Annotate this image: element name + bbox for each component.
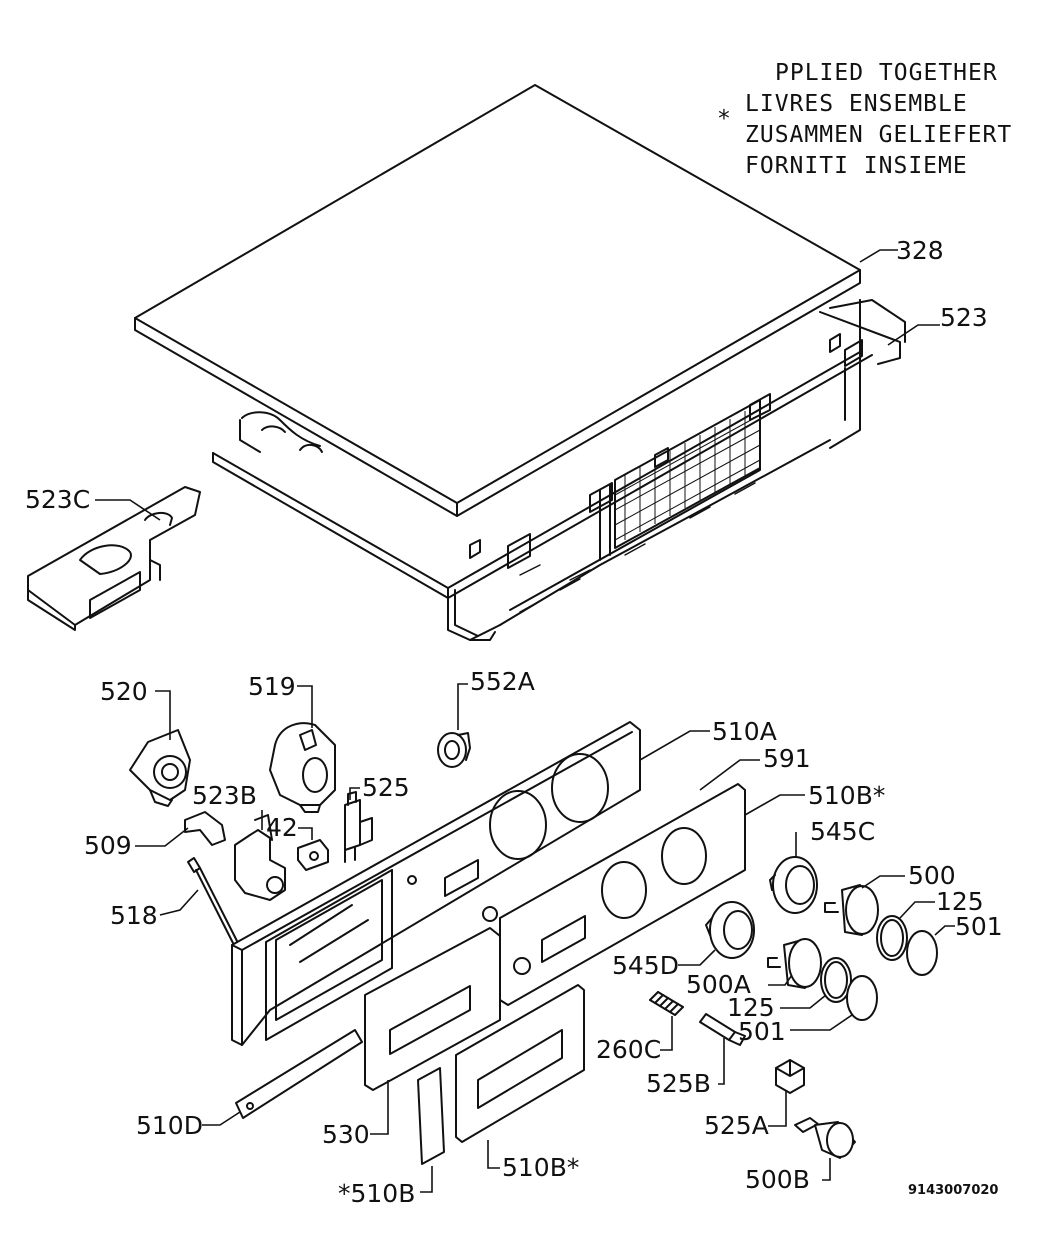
label-525: 525 [362,773,410,802]
label-509: 509 [84,831,132,860]
part-125-ring-b [820,957,852,1003]
part-545d-bezel [705,901,755,959]
part-525b-shaft [699,1013,746,1046]
part-518-rod [187,857,239,946]
label-125-b: 125 [727,993,775,1022]
supplied-together-note: PPLIED TOGETHER LIVRES ENSEMBLE * ZUSAMM… [717,60,1012,179]
note-asterisk: * [717,106,732,132]
part-125-ring-a [876,915,908,961]
part-42-connector [297,839,329,871]
part-501-cap-a [906,930,938,976]
label-518: 518 [110,901,158,930]
label-519: 519 [248,672,296,701]
part-510a-control-panel [231,721,641,1046]
label-525a: 525A [704,1111,769,1140]
part-523-frame [212,299,906,641]
label-125-a: 125 [936,887,984,916]
leader-lines [95,249,955,1193]
label-530: 530 [322,1120,370,1149]
part-530-door [364,927,501,1091]
label-545d: 545D [612,951,679,980]
label-500a: 500A [686,970,751,999]
label-510d: 510D [136,1111,203,1140]
part-500-knob [824,884,879,936]
label-501-b: 501 [738,1017,786,1046]
label-260c: 260C [596,1035,661,1064]
label-510b-star: 510B* [808,781,885,810]
part-520-switch [129,729,191,807]
label-523: 523 [940,303,988,332]
label-500b: 500B [745,1165,810,1194]
part-510b-small-strip [417,1067,445,1165]
label-510b-star-bottom: 510B* [502,1153,579,1182]
part-525-microswitch [344,791,373,863]
part-545c-bezel [769,856,818,914]
note-line-1: PPLIED TOGETHER [775,60,998,86]
part-552a-grommet [437,732,471,768]
label-591: 591 [763,744,811,773]
note-line-3: ZUSAMMEN GELIEFERT [745,122,1012,148]
label-42: 42 [266,813,298,842]
label-520: 520 [100,677,148,706]
label-501-a: 501 [955,912,1003,941]
label-523b: 523B [192,781,257,810]
label-545c: 545C [810,817,875,846]
part-509-lever [184,811,226,846]
part-523c-bracket [27,486,201,631]
label-552a: 552A [470,667,535,696]
label-328: 328 [896,236,944,265]
label-500: 500 [908,861,956,890]
label-525b: 525B [646,1069,711,1098]
callout-labels: 328 523 523C 552A 520 519 510A 591 510B*… [25,236,1003,1208]
part-260c-spring [649,991,684,1016]
part-510b-frame [455,984,585,1143]
label-star-510b: *510B [338,1179,415,1208]
part-519-switch [269,722,336,813]
part-500b-knob [794,1117,856,1159]
part-510d-strip [235,1029,363,1119]
note-line-4: FORNITI INSIEME [745,153,968,179]
part-525a-clip [775,1059,805,1094]
part-523b-valve [234,814,286,901]
note-line-2: LIVRES ENSEMBLE [745,91,968,117]
part-500a-knob [767,938,822,989]
label-523c: 523C [25,485,90,514]
drawing-reference-code: 9143007020 [908,1183,998,1198]
part-501-cap-b [846,975,878,1021]
part-328-worktop-lid [134,84,861,517]
label-510a: 510A [712,717,777,746]
